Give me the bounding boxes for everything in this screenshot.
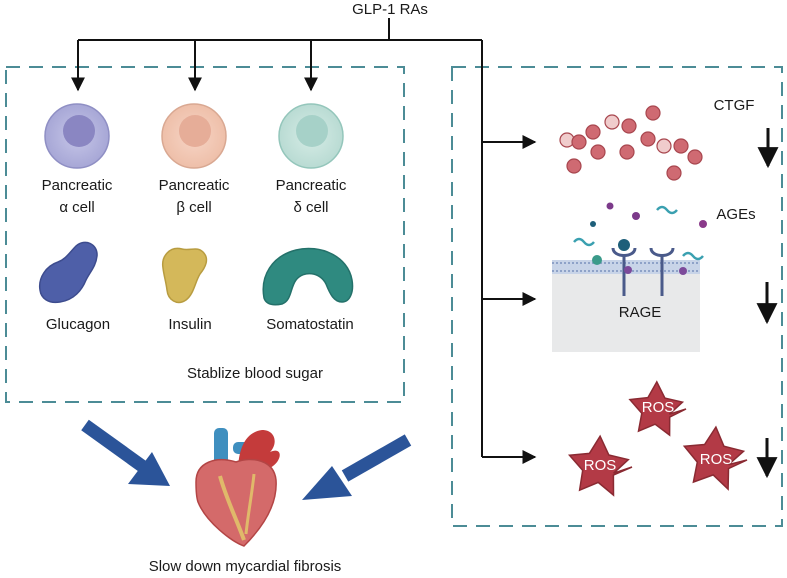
ros-star-1-icon [628, 380, 687, 437]
delta-cell-line2: δ cell [293, 199, 329, 216]
left-caption: Stablize blood sugar [187, 365, 323, 382]
alpha-cell-label: Pancreatic α cell [22, 175, 132, 219]
ros-label-1: ROS [641, 399, 675, 416]
beta-cell-label: Pancreatic β cell [139, 175, 249, 219]
beta-cell-line2: β cell [176, 199, 212, 216]
delta-cell-label: Pancreatic δ cell [256, 175, 366, 219]
ros-label-3: ROS [699, 451, 733, 468]
glucagon-icon [38, 241, 98, 304]
ros-star-2-icon [567, 434, 633, 497]
heart-icon [195, 428, 280, 547]
diagram-title: GLP-1 RAs [352, 1, 428, 18]
ages-molecules-icon [573, 202, 707, 261]
insulin-icon [162, 247, 208, 304]
glucagon-label: Glucagon [45, 316, 111, 333]
ctgf-particles-icon [559, 105, 703, 181]
rage-label: RAGE [618, 304, 662, 321]
bottom-caption: Slow down mycardial fibrosis [148, 558, 342, 575]
ros-star-3-icon [682, 425, 748, 491]
ages-label: AGEs [716, 206, 756, 223]
right-blue-arrow [302, 434, 412, 500]
beta-cell-line1: Pancreatic [158, 177, 230, 194]
delta-cell-line1: Pancreatic [275, 177, 347, 194]
ros-label-2: ROS [583, 457, 617, 474]
left-dashed-box [5, 66, 405, 403]
somatostatin-label: Somatostatin [266, 316, 354, 333]
alpha-cell-line1: Pancreatic [41, 177, 113, 194]
left-blue-arrow [81, 419, 170, 486]
alpha-cell-line2: α cell [59, 199, 95, 216]
beta-cell-icon [161, 103, 227, 169]
delta-cell-icon [278, 103, 344, 169]
alpha-cell-icon [44, 103, 110, 169]
insulin-label: Insulin [168, 316, 212, 333]
rage-membrane-icon [552, 239, 700, 352]
right-dashed-box [451, 66, 783, 527]
somatostatin-icon [262, 247, 354, 306]
top-connector [71, 18, 537, 464]
ctgf-label: CTGF [713, 97, 755, 114]
